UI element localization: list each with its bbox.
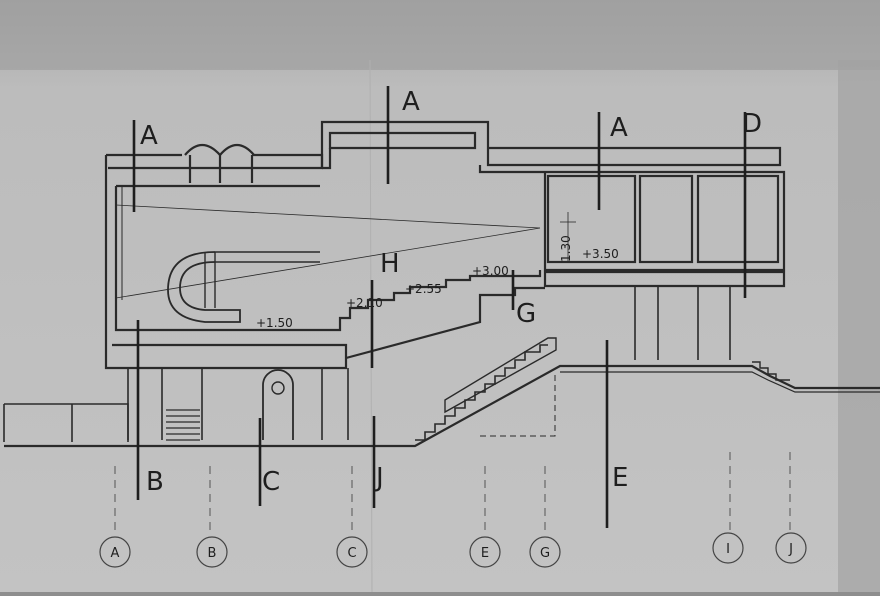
arched-door <box>262 369 294 440</box>
grid-label-b: B <box>208 546 217 561</box>
section-mark-a-middle: A <box>402 87 420 117</box>
grid-bubble-b <box>196 536 228 568</box>
section-mark-a-left: A <box>140 121 158 151</box>
left-retaining-wall <box>3 403 129 442</box>
grid-bubble-g <box>529 536 561 568</box>
section-mark-g: G <box>516 299 536 329</box>
section-marks: A A A D H G B C J E <box>140 87 762 497</box>
curved-wall <box>167 251 241 323</box>
stepped-floor-underside <box>345 286 545 360</box>
right-room-1 <box>546 174 637 264</box>
grid-axis-lines <box>114 452 791 534</box>
grid-bubble-c <box>336 536 368 568</box>
level-255: +2.55 <box>405 282 442 296</box>
section-mark-d: D <box>742 109 762 139</box>
dimension-130: 1.30 <box>559 235 573 262</box>
middle-right-ceiling <box>478 165 540 174</box>
section-mark-h: H <box>380 249 400 279</box>
right-room-2 <box>638 174 694 264</box>
sight-line-2 <box>115 227 541 299</box>
grid-axis-labels: A B C E G I J <box>111 542 793 561</box>
middle-volume <box>320 120 782 168</box>
grid-axis-bubbles <box>99 532 807 568</box>
grid-bubble-j <box>775 532 807 564</box>
grid-label-g: G <box>540 546 550 561</box>
level-210: +2.10 <box>346 296 383 310</box>
grid-bubble-a <box>99 536 131 568</box>
sight-line-1 <box>115 204 541 229</box>
right-upper-rooms <box>540 170 786 272</box>
middle-ceiling <box>322 148 332 170</box>
terrain-line <box>4 364 880 448</box>
paper-right-edge <box>838 60 880 592</box>
section-mark-a-right: A <box>610 113 628 143</box>
grid-label-a: A <box>111 546 120 561</box>
middle-roof-inner <box>328 131 477 150</box>
grid-label-e: E <box>481 546 489 561</box>
pilotis <box>634 286 731 360</box>
terrain-line-2 <box>560 371 880 393</box>
grid-label-c: C <box>347 546 356 561</box>
grid-bubble-e <box>469 536 501 568</box>
left-roof <box>104 155 348 370</box>
stepped-floors <box>326 270 542 332</box>
building-outline <box>3 120 880 448</box>
right-room-3 <box>696 174 780 264</box>
section-cut-lines <box>132 86 747 528</box>
section-mark-c: C <box>262 467 280 497</box>
paper-top-shadow <box>0 0 880 70</box>
right-slab <box>543 270 786 288</box>
grid-label-j: J <box>788 542 793 557</box>
stair-handrail <box>444 337 557 414</box>
section-mark-b: B <box>146 467 164 497</box>
section-mark-j: J <box>374 463 384 493</box>
grid-label-i: I <box>726 542 730 557</box>
section-mark-e: E <box>612 463 628 493</box>
level-150: +1.50 <box>256 316 293 330</box>
level-300: +3.00 <box>472 264 509 278</box>
grid-bubble-i <box>712 532 744 564</box>
right-outer-stair <box>752 361 790 381</box>
level-annotations: +1.50 +2.10 +2.55 +3.00 +3.50 1.30 <box>256 212 619 330</box>
door-oculus <box>271 381 285 395</box>
left-inner-wall <box>114 186 326 332</box>
curved-wall-inner <box>204 251 320 308</box>
level-350: +3.50 <box>582 247 619 261</box>
left-ground-stair <box>166 409 200 441</box>
foundation-dashed <box>480 372 556 437</box>
